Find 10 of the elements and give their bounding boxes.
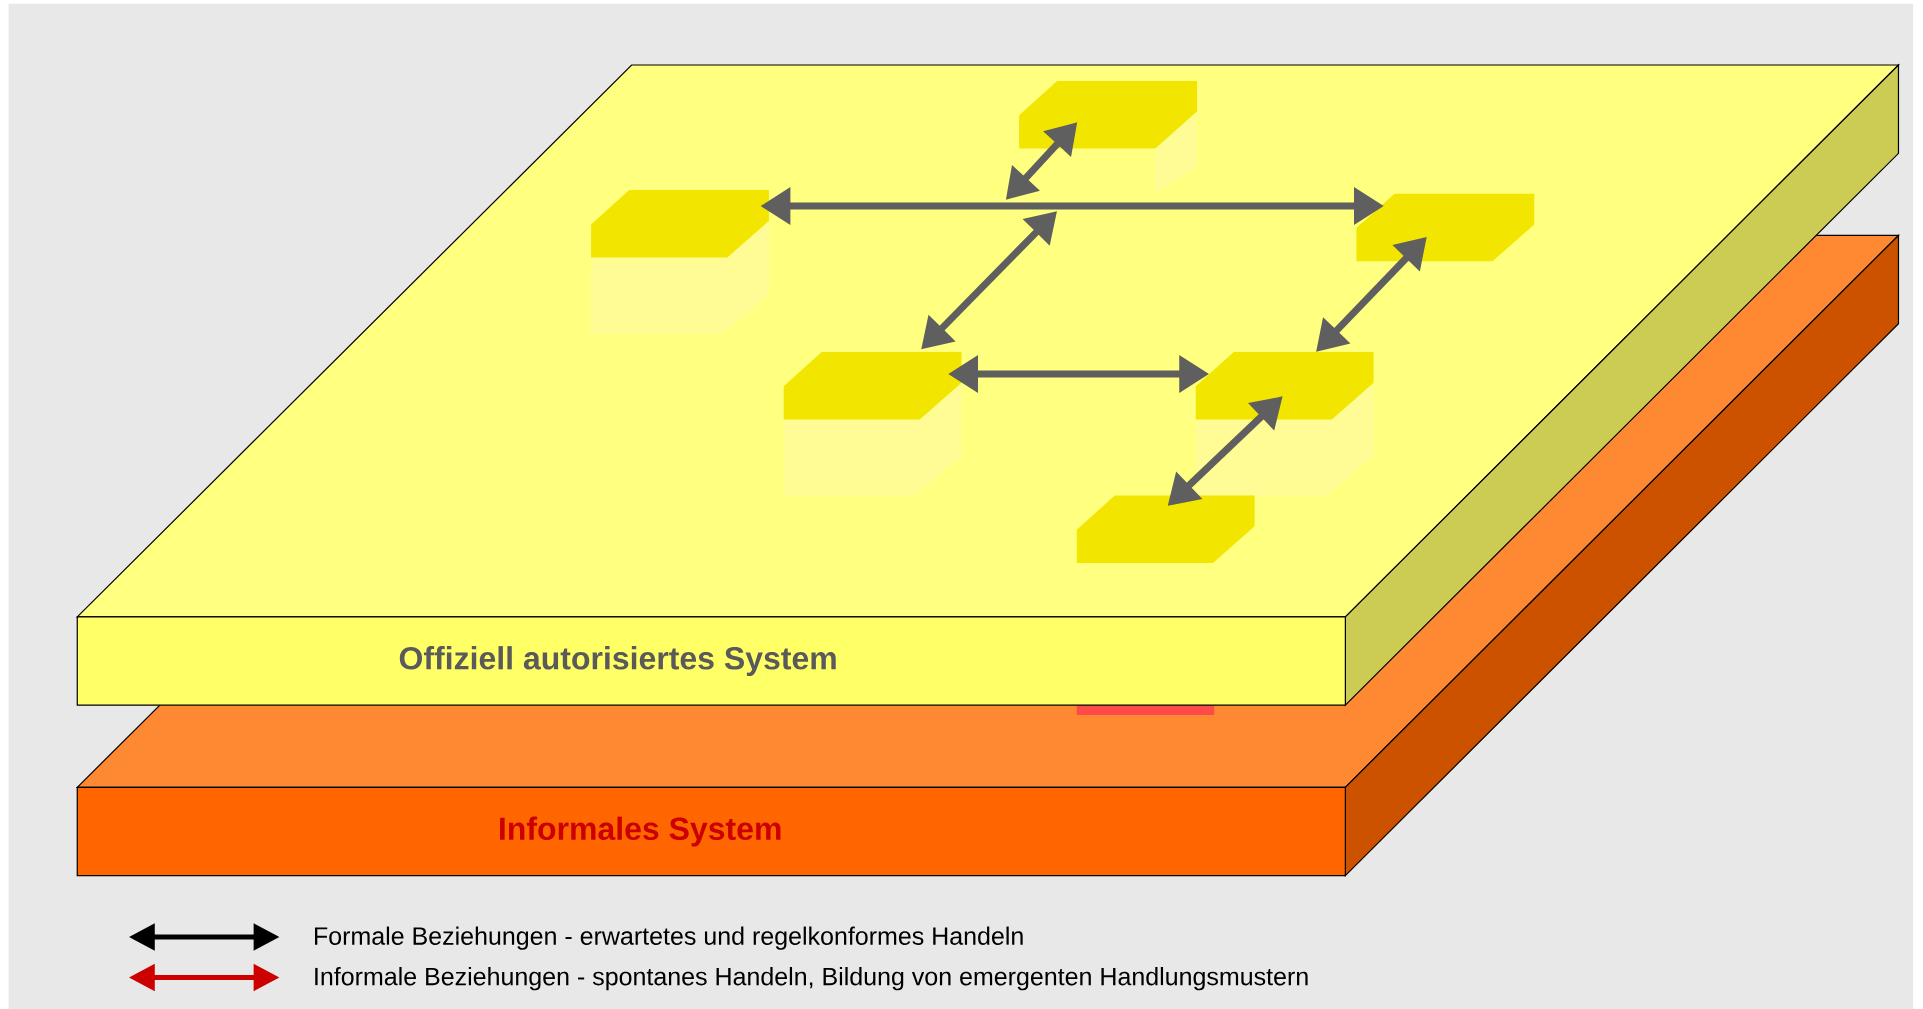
legend-text: Informale Beziehungen - spontanes Handeln, Bildung von emergenten Handlungsmustern [315,967,1308,991]
block [1356,193,1535,262]
block [783,352,962,496]
block [591,190,769,334]
block [1195,352,1374,496]
layer-front-band: Offiziell autorisiertes System [76,616,1346,706]
legend-text: Formale Beziehungen - erwartetes und regelkonformes Handeln [315,926,1023,950]
block [1076,495,1255,563]
block [1019,80,1197,194]
layer-front-band: Informales System [76,786,1346,877]
